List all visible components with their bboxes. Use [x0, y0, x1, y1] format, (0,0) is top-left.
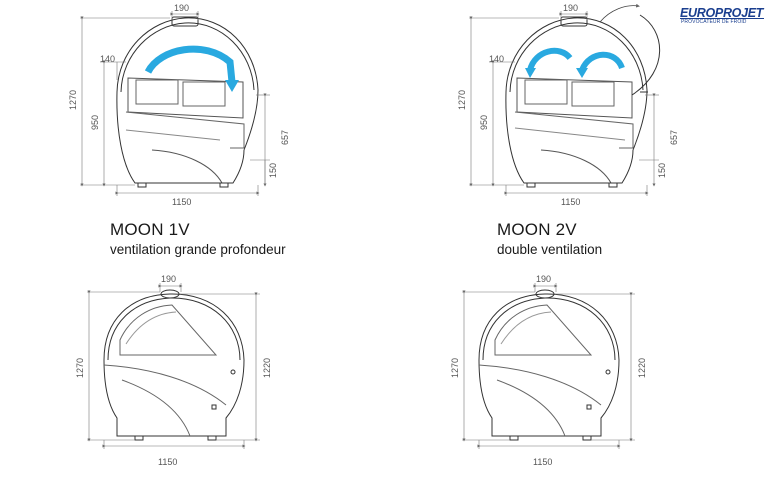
dimension-lines-2v: [469, 11, 659, 196]
dim-top-1v: 190: [174, 3, 189, 13]
dim-height-front-1: 1270: [75, 358, 85, 378]
dim-height-1v: 1270: [68, 90, 78, 110]
section-view-moon-1v: [116, 16, 259, 188]
dim-right-front-1: 1220: [262, 358, 272, 378]
airflow-arrow-right: [579, 51, 625, 72]
airflow-arrowhead: [225, 80, 239, 92]
dim-body-1v: 950: [90, 115, 100, 130]
dim-height-2v: 1270: [457, 90, 467, 110]
dim-lid-1v: 140: [100, 54, 115, 64]
dim-lid-2v: 140: [489, 54, 504, 64]
cabinet-outline: [116, 17, 259, 151]
brand-tagline: PROVOCATEUR DE FROID: [681, 19, 747, 25]
dim-body-2v: 950: [479, 115, 489, 130]
dim-width-front-2: 1150: [533, 457, 552, 467]
dim-top-2v: 190: [563, 3, 578, 13]
dim-height-front-2: 1270: [450, 358, 460, 378]
model-description-moon-2v: double ventilation: [497, 242, 603, 257]
airflow-arrow-left: [527, 47, 573, 72]
model-title-moon-2v: MOON 2V: [497, 220, 577, 239]
dim-top-front-1: 190: [161, 274, 176, 284]
dim-side-1v: 657: [280, 130, 290, 145]
brand-logo-underline: [680, 18, 764, 19]
front-view-1: [103, 289, 245, 441]
dim-foot-1v: 150: [268, 163, 278, 178]
dim-width-2v: 1150: [561, 197, 580, 207]
airflow-arrow: [144, 45, 236, 83]
model-description-moon-1v: ventilation grande profondeur: [110, 242, 286, 257]
dim-top-front-2: 190: [536, 274, 551, 284]
model-title-moon-1v: MOON 1V: [110, 220, 190, 239]
lid-open-arrow: [599, 3, 640, 23]
brand-logo-text: EUROPROJET: [680, 6, 764, 20]
front-view-2: [478, 289, 620, 441]
dimension-lines-front-1: [87, 283, 260, 449]
dim-width-front-1: 1150: [158, 457, 177, 467]
cabinet-outline: [505, 17, 648, 151]
dim-right-front-2: 1220: [637, 358, 647, 378]
section-view-moon-2v: [505, 14, 661, 188]
dim-width-1v: 1150: [172, 197, 191, 207]
dim-side-2v: 657: [669, 130, 679, 145]
dimension-lines-front-2: [462, 283, 635, 449]
dim-foot-2v: 150: [657, 163, 667, 178]
brand-logo: EUROPROJET PROVOCATEUR DE FROID: [680, 7, 766, 27]
dimension-lines-1v: [80, 11, 270, 196]
